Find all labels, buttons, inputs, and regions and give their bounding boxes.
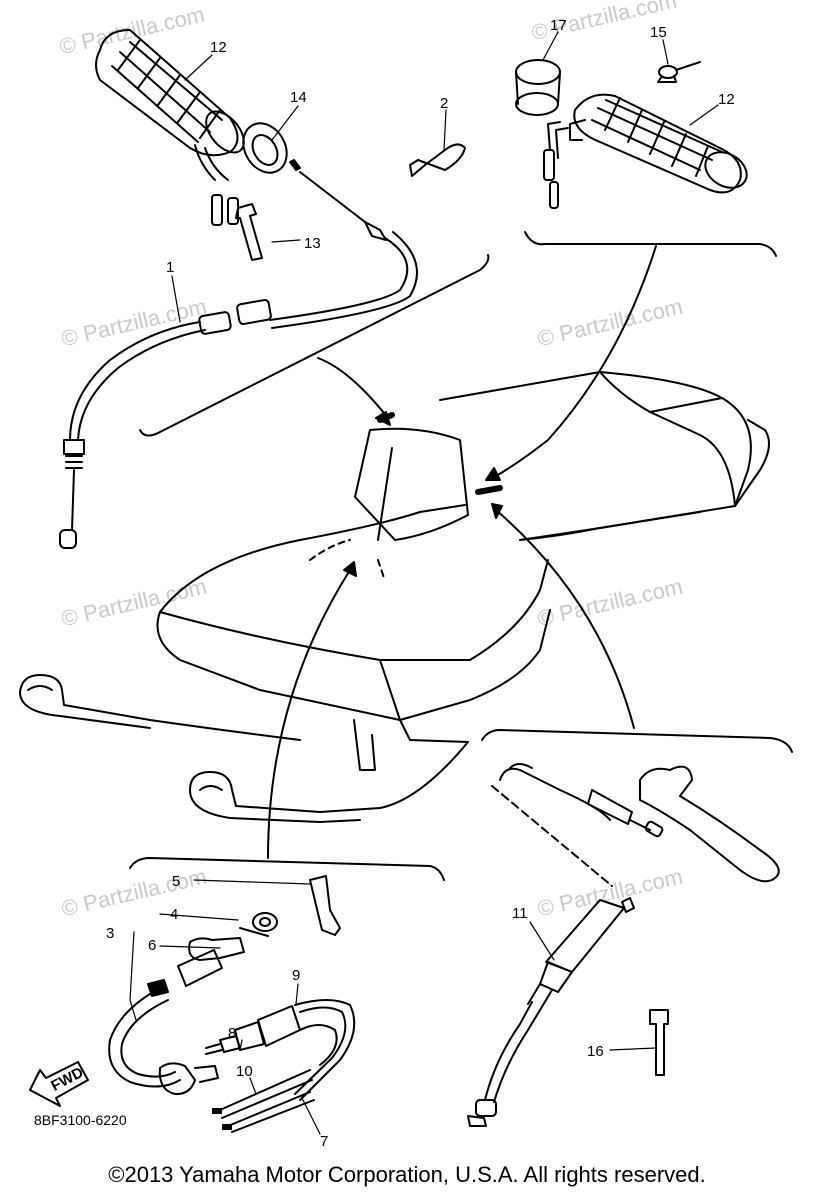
callout-4: 4 bbox=[170, 906, 178, 923]
cable-tie-left bbox=[236, 204, 262, 260]
leader-arrow-lower-right bbox=[496, 510, 634, 728]
ignition-switch bbox=[206, 1006, 300, 1054]
arrowhead bbox=[344, 562, 356, 576]
callout-8: 8 bbox=[228, 1025, 236, 1042]
screw bbox=[658, 62, 700, 82]
arrowhead bbox=[492, 504, 502, 518]
brake-cable-assembly bbox=[500, 764, 779, 881]
wire-harness bbox=[295, 1000, 354, 1100]
callout-7: 7 bbox=[320, 1133, 328, 1150]
callout-2: 2 bbox=[440, 95, 448, 112]
bracket-upper-right bbox=[525, 232, 776, 256]
arrowhead bbox=[376, 412, 390, 425]
brake-cable bbox=[468, 898, 634, 1126]
leader-arrow-upper-right bbox=[496, 246, 656, 476]
arrowhead bbox=[486, 468, 500, 480]
callout-9: 9 bbox=[292, 967, 300, 984]
callout-17: 17 bbox=[550, 17, 567, 34]
callout-12-left: 12 bbox=[210, 39, 227, 56]
callout-3: 3 bbox=[106, 925, 114, 942]
callout-11: 11 bbox=[512, 905, 528, 922]
heated-grip-right bbox=[544, 95, 753, 208]
dashed-line bbox=[492, 786, 612, 886]
callout-13: 13 bbox=[304, 235, 321, 252]
leader-arrow-lower-left bbox=[268, 570, 350, 858]
callout-15: 15 bbox=[650, 24, 667, 41]
callout-leaders bbox=[130, 32, 718, 1134]
key-switch-parts bbox=[109, 876, 340, 1094]
cable-tie-right bbox=[650, 1010, 668, 1075]
fwd-arrow: FWD bbox=[30, 1062, 88, 1106]
grip-end-ring bbox=[235, 115, 296, 180]
callout-6: 6 bbox=[148, 937, 156, 954]
callout-5: 5 bbox=[172, 873, 180, 890]
callout-10: 10 bbox=[236, 1063, 253, 1080]
callout-numbers: 1 2 3 4 5 6 7 8 9 10 11 12 12 13 14 15 1… bbox=[106, 17, 735, 1150]
leader-arrow-upper-left bbox=[318, 358, 388, 418]
fwd-label: FWD bbox=[48, 1064, 86, 1095]
bracket-lower-right bbox=[482, 730, 792, 752]
lead-wires bbox=[212, 1070, 314, 1132]
throttle-grip-left bbox=[96, 30, 251, 225]
callout-14: 14 bbox=[290, 89, 307, 106]
retainer-clip bbox=[410, 144, 465, 176]
callout-1: 1 bbox=[166, 259, 174, 276]
bracket-upper-left bbox=[140, 255, 488, 436]
copyright-notice: ©2013 Yamaha Motor Corporation, U.S.A. A… bbox=[108, 1162, 706, 1187]
throttle-cable bbox=[60, 160, 417, 548]
snowmobile-illustration bbox=[20, 372, 769, 822]
bracket-lower-left bbox=[130, 858, 444, 880]
grip-sleeve bbox=[516, 60, 560, 115]
callout-12-right: 12 bbox=[718, 91, 735, 108]
diagram-code: 8BF3100-6220 bbox=[34, 1112, 127, 1128]
callout-16: 16 bbox=[587, 1043, 604, 1060]
